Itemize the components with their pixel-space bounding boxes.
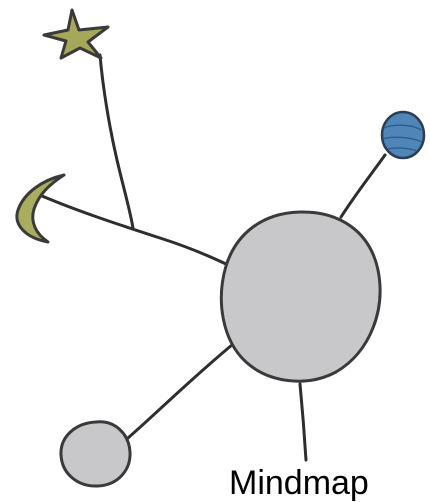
line-moon-to-center [42, 196, 226, 264]
crescent-moon-icon [17, 175, 64, 242]
line-small-circle-to-center [128, 340, 238, 438]
blue-planet-icon [382, 112, 424, 158]
central-node [221, 212, 380, 381]
small-gray-circle [61, 422, 130, 486]
mindmap-caption: Mindmap [229, 466, 369, 500]
star-icon [44, 10, 108, 58]
line-planet-to-center [341, 155, 385, 217]
line-star-to-branch [100, 55, 133, 228]
line-center-to-caption [300, 384, 306, 460]
